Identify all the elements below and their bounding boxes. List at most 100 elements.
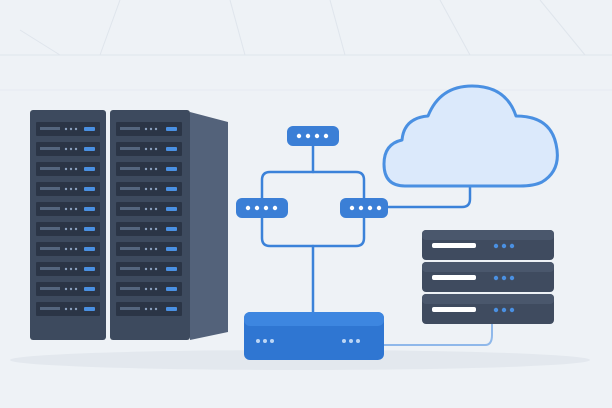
rack-led xyxy=(149,167,153,171)
rack-led xyxy=(64,147,68,151)
rack-slot xyxy=(36,142,100,156)
rack-led xyxy=(154,267,158,271)
rack-slot xyxy=(116,282,182,296)
server-unit-top xyxy=(422,294,554,304)
rack-slot-bar xyxy=(40,247,60,250)
node-dot xyxy=(349,205,355,211)
rack-slot xyxy=(36,302,100,316)
rack-led xyxy=(154,227,158,231)
rack-led xyxy=(144,307,148,311)
rack-slot-bar xyxy=(40,127,60,130)
rack-slot xyxy=(36,122,100,136)
server-unit-bar xyxy=(432,307,476,312)
node-dot xyxy=(305,133,311,139)
rack-led xyxy=(144,147,148,151)
rack-led xyxy=(154,287,158,291)
rack-led-blue xyxy=(166,247,177,251)
rack-led xyxy=(154,167,158,171)
connector-lines xyxy=(384,315,493,346)
rack-led xyxy=(149,307,153,311)
rack-led-blue xyxy=(166,227,177,231)
rack-led xyxy=(64,267,68,271)
rack-led xyxy=(69,147,73,151)
rack-led-blue xyxy=(166,307,177,311)
node-dot xyxy=(296,133,302,139)
rack-led xyxy=(74,227,78,231)
server-rack-icon xyxy=(30,110,228,340)
rack-slot-bar xyxy=(120,227,140,230)
rack-slot-bar xyxy=(120,187,140,190)
rack-led-blue xyxy=(84,227,95,231)
node-dot xyxy=(323,133,329,139)
rack-led xyxy=(144,227,148,231)
rack-led-blue xyxy=(166,207,177,211)
rack-slot-bar xyxy=(120,267,140,270)
rack-slot xyxy=(36,242,100,256)
rack-led xyxy=(144,247,148,251)
rack-led xyxy=(69,267,73,271)
rack-slot xyxy=(36,262,100,276)
server-unit-led xyxy=(493,243,499,249)
node-dot xyxy=(314,133,320,139)
rack-slot-bar xyxy=(120,167,140,170)
rack-slot-bar xyxy=(40,187,60,190)
rack-led-blue xyxy=(84,287,95,291)
rack-led-blue xyxy=(84,267,95,271)
rack-slot-bar xyxy=(40,267,60,270)
network-node-icon xyxy=(236,126,388,218)
rack-slot-bar xyxy=(120,307,140,310)
rack-slot-bar xyxy=(40,147,60,150)
rack-led-blue xyxy=(84,207,95,211)
node-top xyxy=(287,126,339,146)
rack-led xyxy=(149,147,153,151)
rack-led-blue xyxy=(84,127,95,131)
rack-led-blue xyxy=(166,187,177,191)
rack-led xyxy=(144,207,148,211)
rack-led xyxy=(144,267,148,271)
rack-led xyxy=(74,247,78,251)
rack-led-blue xyxy=(166,287,177,291)
rack-led xyxy=(149,207,153,211)
server-unit-led xyxy=(509,275,515,281)
rack-slot-bar xyxy=(120,207,140,210)
node-dot xyxy=(367,205,373,211)
cloud-icon xyxy=(382,84,559,188)
server-unit-led xyxy=(501,307,507,313)
node-dot xyxy=(263,205,269,211)
rack-slot-bar xyxy=(40,207,60,210)
rack-slots xyxy=(36,122,182,316)
rack-led-blue xyxy=(84,187,95,191)
router-led xyxy=(342,339,346,343)
rack-led xyxy=(64,207,68,211)
server-unit-led xyxy=(501,275,507,281)
rack-led xyxy=(154,127,158,131)
router-led xyxy=(270,339,274,343)
rack-led-blue xyxy=(84,307,95,311)
server-unit-bar xyxy=(432,243,476,248)
node-dot xyxy=(245,205,251,211)
rack-led-blue xyxy=(166,127,177,131)
rack-led xyxy=(144,287,148,291)
rack-led xyxy=(144,127,148,131)
rack-led xyxy=(69,127,73,131)
rack-slot xyxy=(36,182,100,196)
server-stack-icon xyxy=(422,230,554,324)
rack-led xyxy=(64,227,68,231)
node-dot xyxy=(272,205,278,211)
rack-slot xyxy=(36,202,100,216)
rack-slot xyxy=(116,262,182,276)
rack-led xyxy=(69,187,73,191)
rack-led xyxy=(154,187,158,191)
rack-led xyxy=(69,227,73,231)
rack-led-blue xyxy=(84,247,95,251)
router-led xyxy=(263,339,267,343)
rack-slot xyxy=(116,202,182,216)
rack-slot xyxy=(116,222,182,236)
server-unit-top xyxy=(422,262,554,272)
rack-led xyxy=(144,187,148,191)
rack-slot-bar xyxy=(40,227,60,230)
network-lines xyxy=(260,144,472,314)
rack-led xyxy=(74,167,78,171)
rack-led xyxy=(74,307,78,311)
